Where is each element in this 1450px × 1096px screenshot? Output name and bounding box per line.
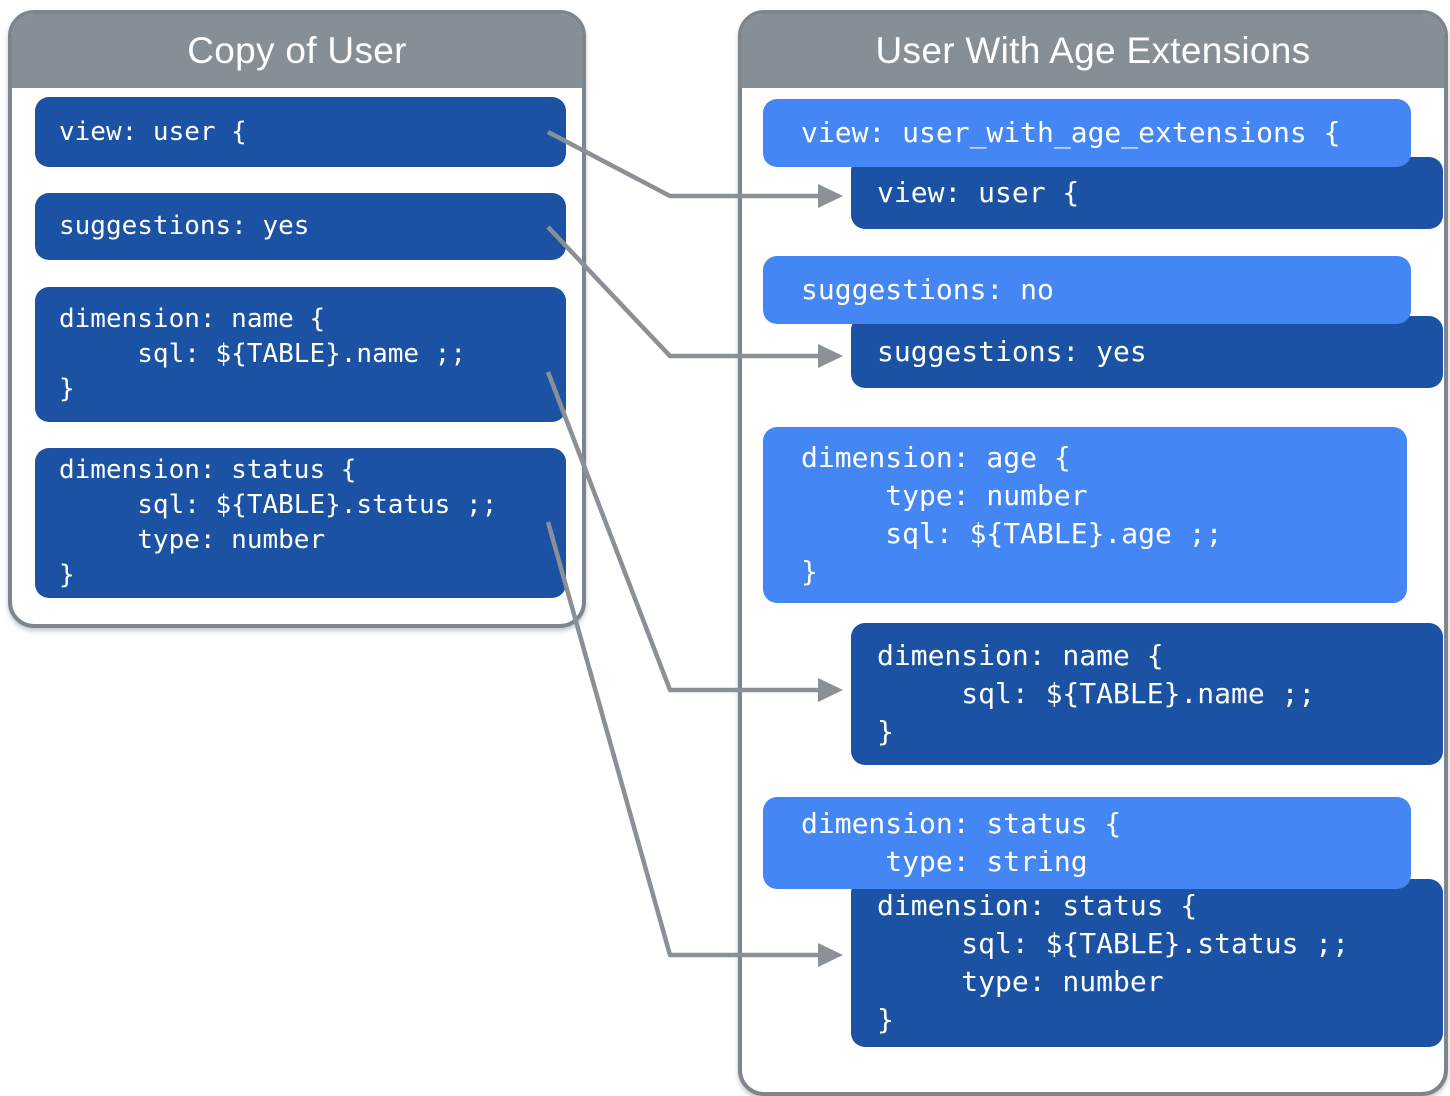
code-line: view: user {: [877, 176, 1080, 209]
code-line: }: [877, 1003, 894, 1036]
user-with-age-extensions-panel-title: User With Age Extensions: [875, 30, 1311, 71]
code-block-suggestions-no: suggestions: no: [763, 256, 1411, 324]
code-block-view-user-with-age-extensions: view: user_with_age_extensions {: [763, 99, 1411, 167]
code-line: sql: ${TABLE}.age ;;: [801, 517, 1223, 550]
code-line: }: [59, 374, 75, 404]
code-block-view-user: view: user {: [35, 97, 566, 167]
code-line: }: [801, 555, 818, 588]
code-line: sql: ${TABLE}.status ;;: [59, 490, 498, 520]
code-line: sql: ${TABLE}.status ;;: [877, 927, 1350, 960]
code-line: type: number: [59, 525, 326, 555]
code-line: dimension: age {: [801, 441, 1071, 474]
code-line: view: user_with_age_extensions {: [801, 116, 1341, 149]
code-line: }: [877, 715, 894, 748]
code-line: }: [59, 560, 75, 590]
code-line: type: number: [801, 479, 1088, 512]
code-line: dimension: name {: [59, 304, 326, 334]
copy-of-user-panel-header: Copy of User: [12, 14, 582, 88]
code-line: sql: ${TABLE}.name ;;: [59, 339, 466, 369]
code-line: view: user {: [59, 116, 247, 147]
code-block-suggestions-yes-inherited: suggestions: yes: [851, 316, 1443, 388]
code-block-dimension-age: dimension: age { type: number sql: ${TAB…: [763, 427, 1407, 603]
code-line: suggestions: no: [801, 273, 1054, 306]
code-block-dimension-status-override: dimension: status { type: string: [763, 797, 1411, 889]
code-line: dimension: status {: [59, 455, 357, 485]
code-block-dimension-status-inherited: dimension: status { sql: ${TABLE}.status…: [851, 879, 1443, 1047]
code-line: type: string: [801, 845, 1088, 878]
code-block-view-user-inherited: view: user {: [851, 157, 1443, 229]
code-block-dimension-name: dimension: name { sql: ${TABLE}.name ;; …: [35, 287, 566, 422]
code-line: dimension: name {: [877, 639, 1164, 672]
code-block-suggestions-yes: suggestions: yes: [35, 193, 566, 260]
code-line: type: number: [877, 965, 1164, 998]
code-line: suggestions: yes: [59, 211, 310, 241]
copy-of-user-panel-title: Copy of User: [187, 30, 407, 71]
code-line: dimension: status {: [801, 807, 1122, 840]
code-line: dimension: status {: [877, 889, 1198, 922]
code-line: sql: ${TABLE}.name ;;: [877, 677, 1316, 710]
code-line: suggestions: yes: [877, 335, 1147, 368]
user-with-age-extensions-panel-header: User With Age Extensions: [742, 14, 1444, 88]
code-block-dimension-status: dimension: status { sql: ${TABLE}.status…: [35, 448, 566, 598]
code-block-dimension-name-inherited: dimension: name { sql: ${TABLE}.name ;; …: [851, 623, 1443, 765]
